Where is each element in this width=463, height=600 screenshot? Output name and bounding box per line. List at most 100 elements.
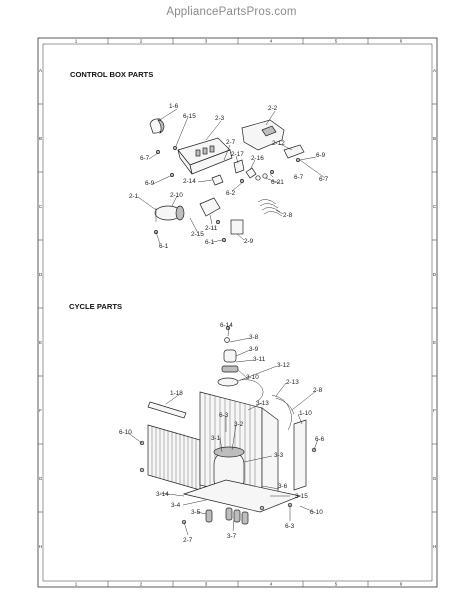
condenser-coil (147, 424, 201, 491)
callout-label: 2-8 (313, 387, 323, 394)
row-marker: E (433, 340, 436, 345)
callout-label: 2-7 (183, 537, 193, 544)
callout-label: 3-10 (246, 374, 259, 381)
col-marker: 3 (205, 39, 208, 44)
callout-label: 6-7 (319, 176, 329, 183)
row-marker: C (39, 204, 43, 209)
callout-label: 2-14 (183, 178, 196, 185)
cycle-callouts: 6-14 3-8 3-9 3-11 3-10 3-12 2-13 2-8 1-1… (119, 322, 325, 544)
callout-label: 1-6 (169, 103, 179, 110)
callout-label: 3-5 (191, 509, 201, 516)
row-marker: G (39, 476, 43, 481)
callout-label: 2-9 (244, 238, 254, 245)
callout-label: 3-3 (274, 452, 284, 459)
leader-lines (127, 108, 326, 536)
row-marker: A (39, 68, 43, 73)
callout-label: 3-8 (249, 334, 259, 341)
harness-part (257, 199, 283, 217)
callout-label: 3-2 (234, 421, 244, 428)
callout-label: 3-11 (253, 356, 266, 363)
callout-label: 6-2 (226, 190, 236, 197)
capacitor-part (149, 118, 165, 134)
callout-label: 6-3 (285, 523, 295, 530)
grommet-group (205, 507, 249, 525)
row-marker: D (433, 272, 437, 277)
screw-group (139, 325, 317, 525)
run-capacitor (154, 205, 185, 222)
col-marker: 5 (335, 582, 338, 587)
col-marker: 1 (75, 582, 78, 587)
column-markers: 1 2 3 4 5 6 1 2 3 4 5 6 (75, 39, 403, 587)
col-marker: 2 (140, 39, 143, 44)
callout-label: 3-9 (249, 346, 259, 353)
screw-group (154, 146, 300, 242)
row-marker: B (433, 136, 436, 141)
callout-label: 6-10 (119, 429, 132, 436)
callout-label: 1-10 (299, 410, 312, 417)
side-panel (293, 419, 307, 491)
row-marker: F (433, 408, 436, 413)
callout-label: 3-1 (211, 435, 221, 442)
control-box-callouts: 1-6 6-15 2-3 2-2 2-12 6-9 6-7 2-7 2-17 2… (129, 103, 329, 250)
inner-frame (42, 43, 433, 582)
section-title-control-box: CONTROL BOX PARTS (70, 70, 153, 79)
callout-label: 3-7 (227, 533, 237, 540)
col-marker: 6 (400, 582, 403, 587)
control-box-drawing (149, 118, 305, 242)
callout-label: 6-21 (271, 179, 284, 186)
row-marker: F (39, 408, 42, 413)
base-plate (182, 479, 302, 513)
callout-label: 2-1 (129, 193, 139, 200)
col-marker: 4 (270, 582, 273, 587)
valve-assembly (217, 337, 264, 403)
callout-label: 2-17 (231, 151, 244, 158)
row-marker: H (39, 544, 42, 549)
pipe-bar (147, 401, 187, 419)
callout-label: 2-12 (272, 140, 285, 147)
callout-label: 2-11 (205, 225, 218, 232)
row-marker: C (433, 204, 437, 209)
callout-label: 6-7 (140, 155, 150, 162)
callout-label: 2-16 (251, 155, 264, 162)
callout-label: 2-10 (170, 192, 183, 199)
outer-frame (37, 37, 438, 588)
callout-label: 3-13 (256, 400, 269, 407)
callout-label: 6-15 (183, 113, 196, 120)
section-title-cycle: CYCLE PARTS (69, 302, 122, 311)
terminal-part (233, 159, 245, 174)
bracket-part (241, 119, 285, 151)
row-markers: A B C D E F G H A B C D E F G H (39, 68, 437, 549)
callout-label: 3-12 (277, 362, 290, 369)
relay-part (283, 144, 305, 159)
col-marker: 1 (75, 39, 78, 44)
col-marker: 5 (335, 39, 338, 44)
terminal-part (245, 167, 257, 179)
control-box-cover (177, 137, 233, 175)
row-marker: D (39, 272, 43, 277)
frame-ticks (38, 38, 437, 587)
callout-label: 2-2 (268, 105, 278, 112)
callout-label: 2-7 (226, 139, 236, 146)
sensor-part (230, 219, 244, 235)
callout-label: 6-1 (205, 239, 215, 246)
col-marker: 4 (270, 39, 273, 44)
callout-label: 6-10 (310, 509, 323, 516)
callout-label: 6-3 (219, 412, 229, 419)
callout-label: 2-13 (286, 379, 299, 386)
callout-label: 6-9 (145, 180, 155, 187)
callout-label: 2-8 (283, 212, 293, 219)
callout-label: 6-14 (220, 322, 233, 329)
callout-label: 2-15 (191, 231, 204, 238)
row-marker: E (39, 340, 42, 345)
cycle-drawing (139, 325, 317, 525)
callout-label: 1-18 (170, 390, 183, 397)
callout-label: 6-7 (294, 174, 304, 181)
callout-label: 6-9 (316, 152, 326, 159)
terminal-block (211, 174, 224, 186)
col-marker: 6 (400, 39, 403, 44)
row-marker: A (433, 68, 437, 73)
row-marker: B (39, 136, 42, 141)
callout-label: 3-14 (156, 491, 169, 498)
row-marker: G (433, 476, 437, 481)
